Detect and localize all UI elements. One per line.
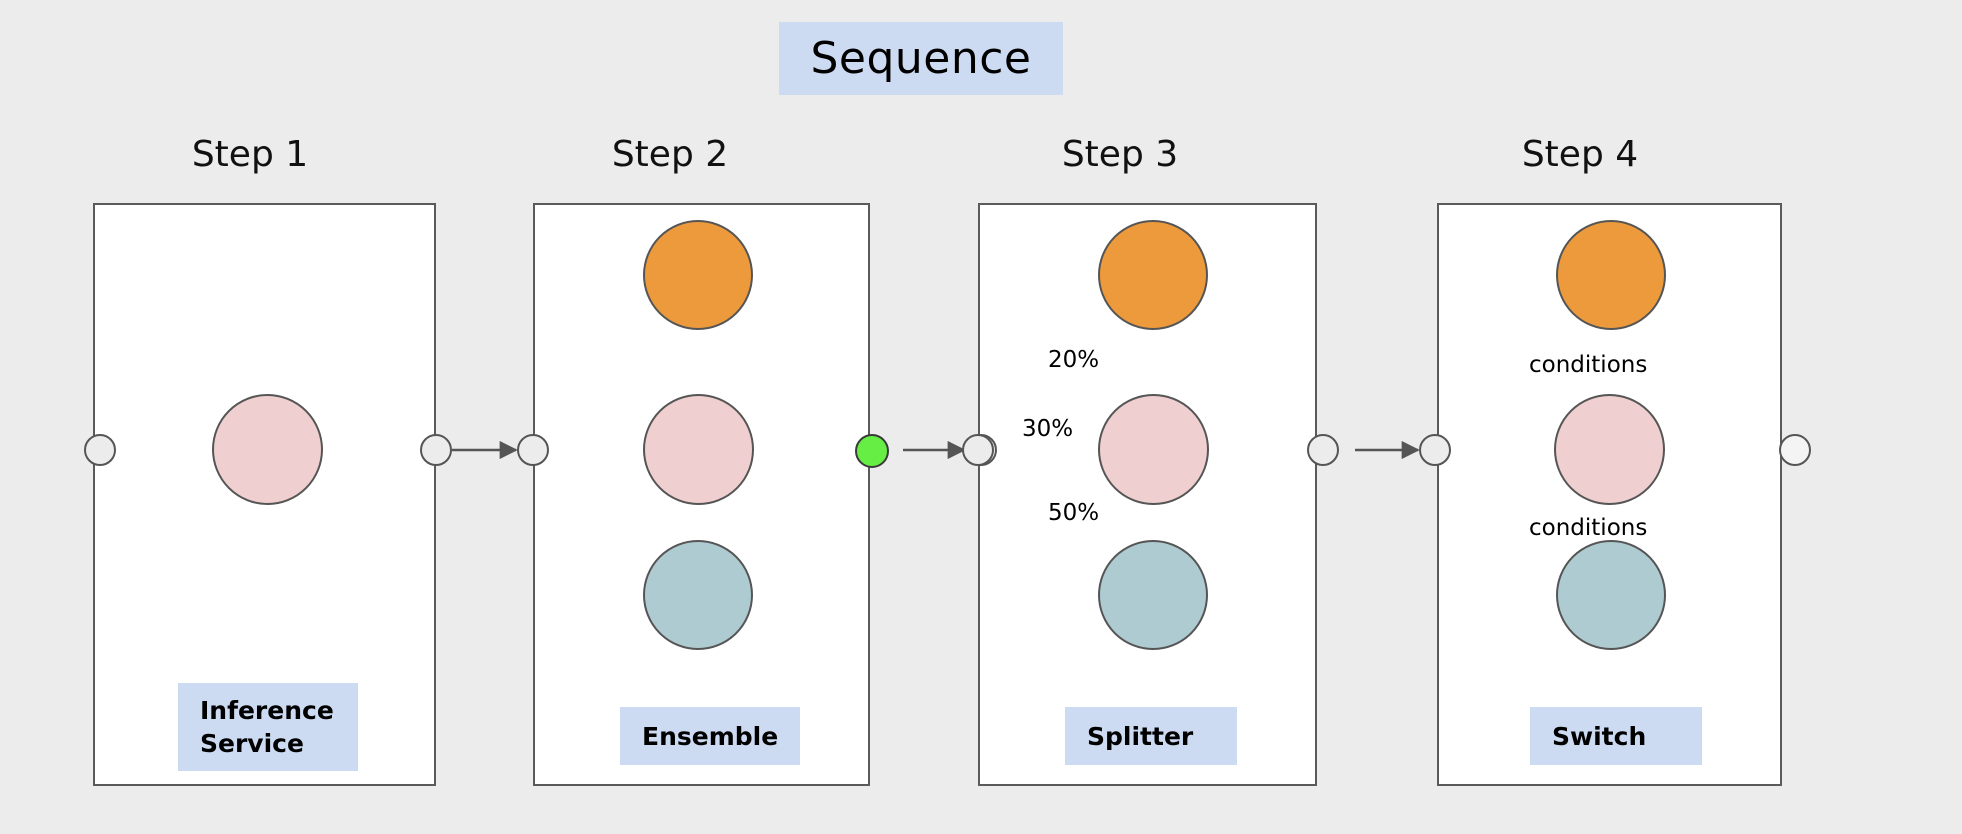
diagram-title: Sequence	[779, 22, 1063, 95]
step-3-weight-label-30: 30%	[1022, 416, 1074, 442]
step-3-merge-node[interactable]	[1307, 434, 1339, 466]
step-3-weight-label-50: 50%	[1048, 500, 1100, 526]
step-2-type-chip: Ensemble	[620, 707, 800, 765]
step-4-model-teal[interactable]	[1556, 540, 1666, 650]
step-2-merge-node-green[interactable]	[855, 434, 889, 468]
step-1-model-pink[interactable]	[212, 394, 323, 505]
step-3-type-chip: Splitter	[1065, 707, 1237, 765]
step-4-entry-node[interactable]	[1419, 434, 1451, 466]
step-1-type-chip: Inference Service	[178, 683, 358, 771]
step-3-type-label: Splitter	[1087, 721, 1194, 751]
pipeline-entry-node[interactable]	[84, 434, 116, 466]
step-4-condition-label-top: conditions	[1529, 352, 1648, 378]
step-2-entry-node[interactable]	[517, 434, 549, 466]
step-3-entry-node[interactable]	[962, 434, 994, 466]
step-4-condition-label-bottom: conditions	[1529, 515, 1648, 541]
step-4-heading: Step 4	[1521, 134, 1639, 175]
step-2-model-pink[interactable]	[643, 394, 754, 505]
step-4-type-label: Switch	[1552, 721, 1647, 751]
step-3-model-teal[interactable]	[1098, 540, 1208, 650]
step-2-model-orange[interactable]	[643, 220, 753, 330]
step-2-type-label: Ensemble	[642, 721, 779, 751]
step-3-heading: Step 3	[1061, 134, 1179, 175]
step-3-model-orange[interactable]	[1098, 220, 1208, 330]
step-2-heading: Step 2	[611, 134, 729, 175]
step-4-model-pink[interactable]	[1554, 394, 1665, 505]
step-1-heading: Step 1	[191, 134, 309, 175]
step-1-type-line-1: Inference	[200, 696, 334, 725]
step-4-model-orange[interactable]	[1556, 220, 1666, 330]
step-1-exit-node[interactable]	[420, 434, 452, 466]
step-3-weight-label-20: 20%	[1048, 347, 1100, 373]
step-2-model-teal[interactable]	[643, 540, 753, 650]
step-1-type-line-2: Service	[200, 729, 304, 758]
step-4-type-chip: Switch	[1530, 707, 1702, 765]
step-3-model-pink[interactable]	[1098, 394, 1209, 505]
pipeline-exit-node[interactable]	[1779, 434, 1811, 466]
